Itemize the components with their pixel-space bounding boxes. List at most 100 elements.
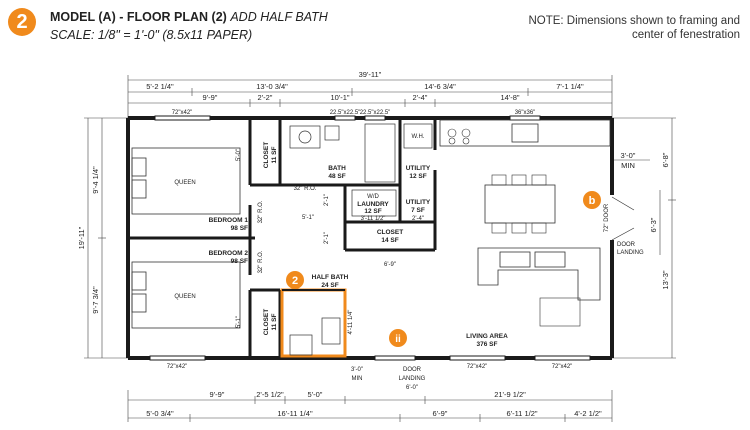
bottom-dim-6: 5'-0 3/4" (146, 409, 174, 418)
window-label-bottom-mid: 72"x42" (467, 364, 488, 370)
half-bath-outline (280, 288, 347, 358)
callout-b-text: b (589, 195, 596, 207)
closet-2-area: 11 SF (271, 313, 278, 330)
inner-dim-5-0: 5'-0" (236, 149, 242, 161)
washer-dryer (351, 189, 397, 217)
top-dim-7: 10'-1" (330, 93, 349, 102)
utility-1-area: 12 SF (409, 173, 426, 180)
right-door-landing-a: DOOR (617, 242, 636, 248)
water-heater-label: W.H. (412, 134, 425, 140)
inner-dim-5-1-bottom: 5'-1" (236, 316, 242, 328)
sectional-sofa (477, 247, 601, 301)
inner-dim-4-11: 4'-11 1/4" (348, 310, 354, 335)
kitchen-counter (439, 119, 611, 147)
left-dim-lower: 9'-7 3/4" (91, 286, 100, 314)
laundry-label: LAUNDRY (357, 201, 389, 208)
overall-width-dim: 39'-11" (359, 70, 382, 79)
front-door-size: 72" DOOR (604, 203, 610, 232)
right-door-landing-b: LANDING (617, 250, 644, 256)
half-bath-sink (289, 334, 313, 356)
bottom-dim-7: 16'-11 1/4" (277, 409, 313, 418)
bottom-dim-5: 21'-9 1/2" (494, 390, 526, 399)
callout-2 (286, 271, 304, 289)
inner-dim-32-ro: 32" R.O. (294, 186, 317, 192)
top-dim-3: 14'-6 3/4" (424, 82, 456, 91)
inner-dim-32-ro-v2: 32" R.O. (258, 250, 264, 273)
bottom-door-landing-a: DOOR (403, 367, 422, 373)
top-dim-4: 7'-1 1/4" (556, 82, 584, 91)
bottom-dim-2: 2'-5 1/2" (256, 390, 284, 399)
window-label-kitchen: 36"x36" (515, 110, 536, 116)
closet-3-label: CLOSET (377, 229, 403, 236)
right-dim-lower: 13'-3" (661, 270, 670, 289)
queen-label-top: QUEEN (174, 180, 195, 186)
right-door-min-dim: 3'-0" (621, 151, 636, 160)
utility-2-label: UTILITY (406, 199, 431, 206)
bedroom-2-label: BEDROOM 2 (209, 250, 249, 257)
window-label-bottom-left: 72"x42" (167, 364, 188, 370)
bottom-door-min-label: MIN (352, 376, 363, 382)
plan-number-badge: 2 (8, 8, 36, 36)
dimension-note: NOTE: Dimensions shown to framing and ce… (528, 15, 740, 41)
bottom-door-min-dim: 3'-0" (351, 367, 363, 373)
bottom-dim-9: 4'-2 1/2" (574, 409, 602, 418)
utility-2-area: 7 SF (411, 207, 425, 214)
bath-vanity (289, 125, 321, 149)
bottom-door-landing-b: LANDING (399, 376, 426, 382)
right-door-min-label: MIN (621, 161, 635, 170)
inner-dim-2-1-a: 2'-1" (324, 194, 330, 206)
top-dim-8: 2'-4" (413, 93, 428, 102)
laundry-area: 12 SF (364, 208, 381, 215)
bottom-dim-3: 5'-0" (308, 390, 323, 399)
window-label-top-mid-b: 22.5"x22.5" (360, 110, 391, 116)
callout-ii (389, 329, 407, 347)
inner-dim-2-4: 2'-4" (412, 216, 424, 222)
half-bath-toilet (321, 317, 341, 345)
top-dim-6: 2'-2" (258, 93, 273, 102)
shower (364, 123, 396, 183)
callout-ii-text: ii (395, 334, 401, 345)
living-area-label: LIVING AREA (466, 333, 508, 340)
overall-depth-dim: 19'-11" (77, 226, 86, 249)
queen-label-bottom: QUEEN (174, 294, 195, 300)
bedroom-1-area: 98 SF (231, 225, 248, 232)
callout-2-text: 2 (292, 275, 298, 287)
utility-1-label: UTILITY (406, 165, 431, 172)
bottom-dim-1: 9'-9" (210, 390, 225, 399)
closet-1-label: CLOSET (263, 142, 270, 168)
living-area-area: 376 SF (477, 341, 498, 348)
top-dim-1: 5'-2 1/4" (146, 82, 174, 91)
inner-dim-2-1-b: 2'-1" (324, 232, 330, 244)
window-label-top-mid-a: 22.5"x22.5" (330, 110, 361, 116)
callout-b (583, 191, 601, 209)
plan-title: MODEL (A) - FLOOR PLAN (2) ADD HALF BATH (50, 10, 328, 24)
bottom-dim-4: 6'-9" (433, 409, 448, 418)
inner-dim-5-1-top: 5'-1" (302, 215, 314, 221)
right-dim-upper: 6'-8" (661, 152, 670, 167)
inner-dim-32-ro-v1: 32" R.O. (258, 200, 264, 223)
dining-table (484, 184, 556, 224)
bath-label: BATH (328, 165, 346, 172)
coffee-table (539, 297, 581, 327)
washer-dryer-label: W/D (367, 194, 379, 200)
top-dim-9: 14'-8" (500, 93, 519, 102)
bedroom-2-area: 98 SF (231, 258, 248, 265)
right-dim-mid: 6'-3" (649, 217, 658, 232)
bottom-door-landing-width: 6'-0" (406, 385, 418, 391)
water-heater (403, 123, 433, 149)
top-dim-5: 9'-9" (203, 93, 218, 102)
left-dim-upper: 9'-4 1/4" (91, 166, 100, 194)
bedroom-1-label: BEDROOM 1 (209, 217, 249, 224)
closet-3-area: 14 SF (381, 237, 398, 244)
window-label-bottom-right: 72"x42" (552, 364, 573, 370)
half-bath-area: 24 SF (321, 282, 338, 289)
window-label-top-left: 72"x42" (172, 110, 193, 116)
plan-scale: SCALE: 1/8" = 1'-0" (8.5x11 PAPER) (50, 28, 253, 42)
half-bath-label: HALF BATH (312, 274, 349, 281)
inner-dim-3-11: 3'-11 1/2" (361, 216, 386, 222)
top-dim-2: 13'-0 3/4" (256, 82, 288, 91)
inner-dim-6-9: 6'-9" (384, 262, 396, 268)
bath-area: 48 SF (328, 173, 345, 180)
closet-1-area: 11 SF (271, 146, 278, 163)
